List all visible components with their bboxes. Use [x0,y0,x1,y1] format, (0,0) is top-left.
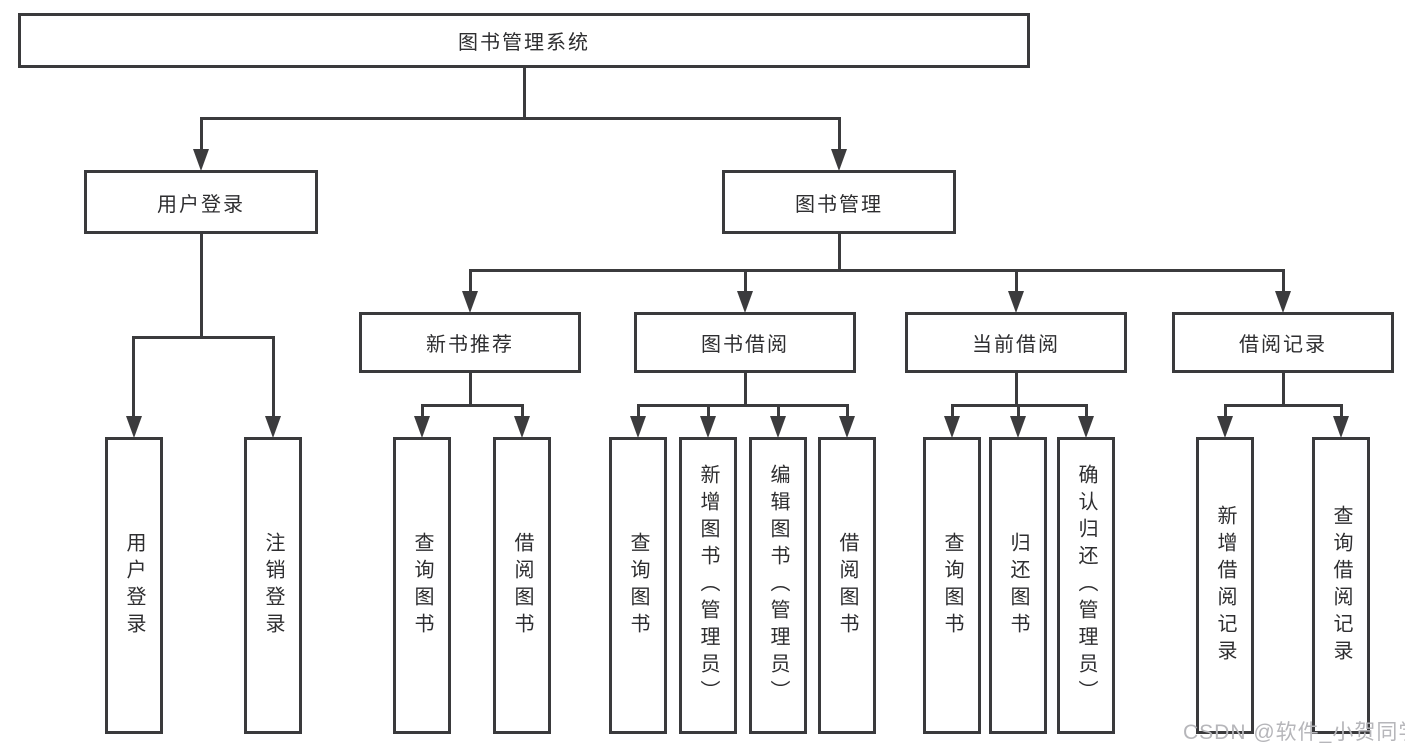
connector-to-login [199,116,203,151]
connector-root-bar [199,116,841,120]
arrowhead-down [1010,416,1026,438]
node-system-root: 图书管理系统 [18,13,1030,68]
arrowhead-down [831,149,847,171]
arrowhead-down [193,149,209,171]
arrowhead-down [462,291,478,313]
connector-recommend-bar [420,403,524,407]
leaf-query-books-current: 查询图书 [923,437,981,734]
connector-records-bar [1223,403,1343,407]
leaf-borrow-books-recommend: 借阅图书 [493,437,551,734]
leaf-user-login: 用户登录 [105,437,163,734]
connector-leaf-drop [845,403,849,418]
connector-leaf-drop [950,403,954,418]
leaf-query-borrow-record: 查询借阅记录 [1312,437,1370,734]
arrowhead-down [414,416,430,438]
connector-leaf-drop [636,403,640,418]
arrowhead-down [265,416,281,438]
connector-current-stub [1014,373,1018,406]
leaf-logout-label: 注销登录 [262,531,284,640]
connector-leaf-drop [776,403,780,418]
arrowhead-down [839,416,855,438]
node-borrow-records: 借阅记录 [1172,312,1394,373]
connector-to-recommend [468,268,472,293]
leaf-return-books-label: 归还图书 [1007,531,1029,640]
arrowhead-down [1217,416,1233,438]
connector-recommend-stub [468,373,472,406]
node-new-book-recommend: 新书推荐 [359,312,581,373]
csdn-watermark: CSDN @软件_小贺同学 [1183,721,1405,744]
arrowhead-down [1008,291,1024,313]
leaf-add-borrow-record-label: 新增借阅记录 [1214,504,1236,667]
arrowhead-down [770,416,786,438]
connector-root-stub [522,68,526,118]
arrowhead-down [514,416,530,438]
connector-to-user-login [132,335,135,417]
leaf-query-books-current-label: 查询图书 [941,531,963,640]
connector-leaf-drop [1223,403,1227,418]
connector-leaf-drop [1016,403,1020,418]
leaf-return-books: 归还图书 [989,437,1047,734]
connector-to-management [837,116,841,151]
arrowhead-down [737,291,753,313]
leaf-confirm-return-admin: 确认归还（管理员） [1057,437,1115,734]
connector-borrow-stub [743,373,747,406]
leaf-borrow-books: 借阅图书 [818,437,876,734]
connector-to-borrow [743,268,747,293]
node-current-borrow: 当前借阅 [905,312,1127,373]
leaf-confirm-return-admin-label: 确认归还（管理员） [1075,464,1097,707]
connector-leaf-drop [420,403,424,418]
leaf-query-books-borrow-label: 查询图书 [627,531,649,640]
arrowhead-down [1078,416,1094,438]
leaf-query-books-borrow: 查询图书 [609,437,667,734]
connector-records-stub [1281,373,1285,406]
node-book-management: 图书管理 [722,170,956,234]
leaf-query-books-recommend: 查询图书 [393,437,451,734]
leaf-add-books-admin-label: 新增图书（管理员） [697,464,719,707]
connector-leaf-drop [706,403,710,418]
arrowhead-down [1275,291,1291,313]
connector-leaf-drop [520,403,524,418]
leaf-user-login-label: 用户登录 [123,531,145,640]
connector-borrow-bar [636,403,849,407]
connector-to-records [1281,268,1285,293]
node-book-borrow: 图书借阅 [634,312,856,373]
node-user-login: 用户登录 [84,170,318,234]
leaf-query-books-recommend-label: 查询图书 [411,531,433,640]
connector-login-bar [132,335,275,339]
leaf-add-borrow-record: 新增借阅记录 [1196,437,1254,734]
connector-leaf-drop [1339,403,1343,418]
arrowhead-down [700,416,716,438]
arrowhead-down [944,416,960,438]
arrowhead-down [1333,416,1349,438]
leaf-borrow-books-recommend-label: 借阅图书 [511,531,533,640]
arrowhead-down [630,416,646,438]
leaf-edit-books-admin: 编辑图书（管理员） [749,437,807,734]
connector-leaf-drop [1084,403,1088,418]
leaf-logout: 注销登录 [244,437,302,734]
arrowhead-down [125,416,142,438]
leaf-query-borrow-record-label: 查询借阅记录 [1330,504,1352,667]
connector-login-stub [199,234,203,338]
connector-management-bar [468,268,1285,272]
connector-management-stub [837,234,841,271]
leaf-borrow-books-label: 借阅图书 [836,531,858,640]
connector-to-logout [271,335,275,417]
leaf-add-books-admin: 新增图书（管理员） [679,437,737,734]
connector-to-current [1014,268,1018,293]
leaf-edit-books-admin-label: 编辑图书（管理员） [767,464,789,707]
